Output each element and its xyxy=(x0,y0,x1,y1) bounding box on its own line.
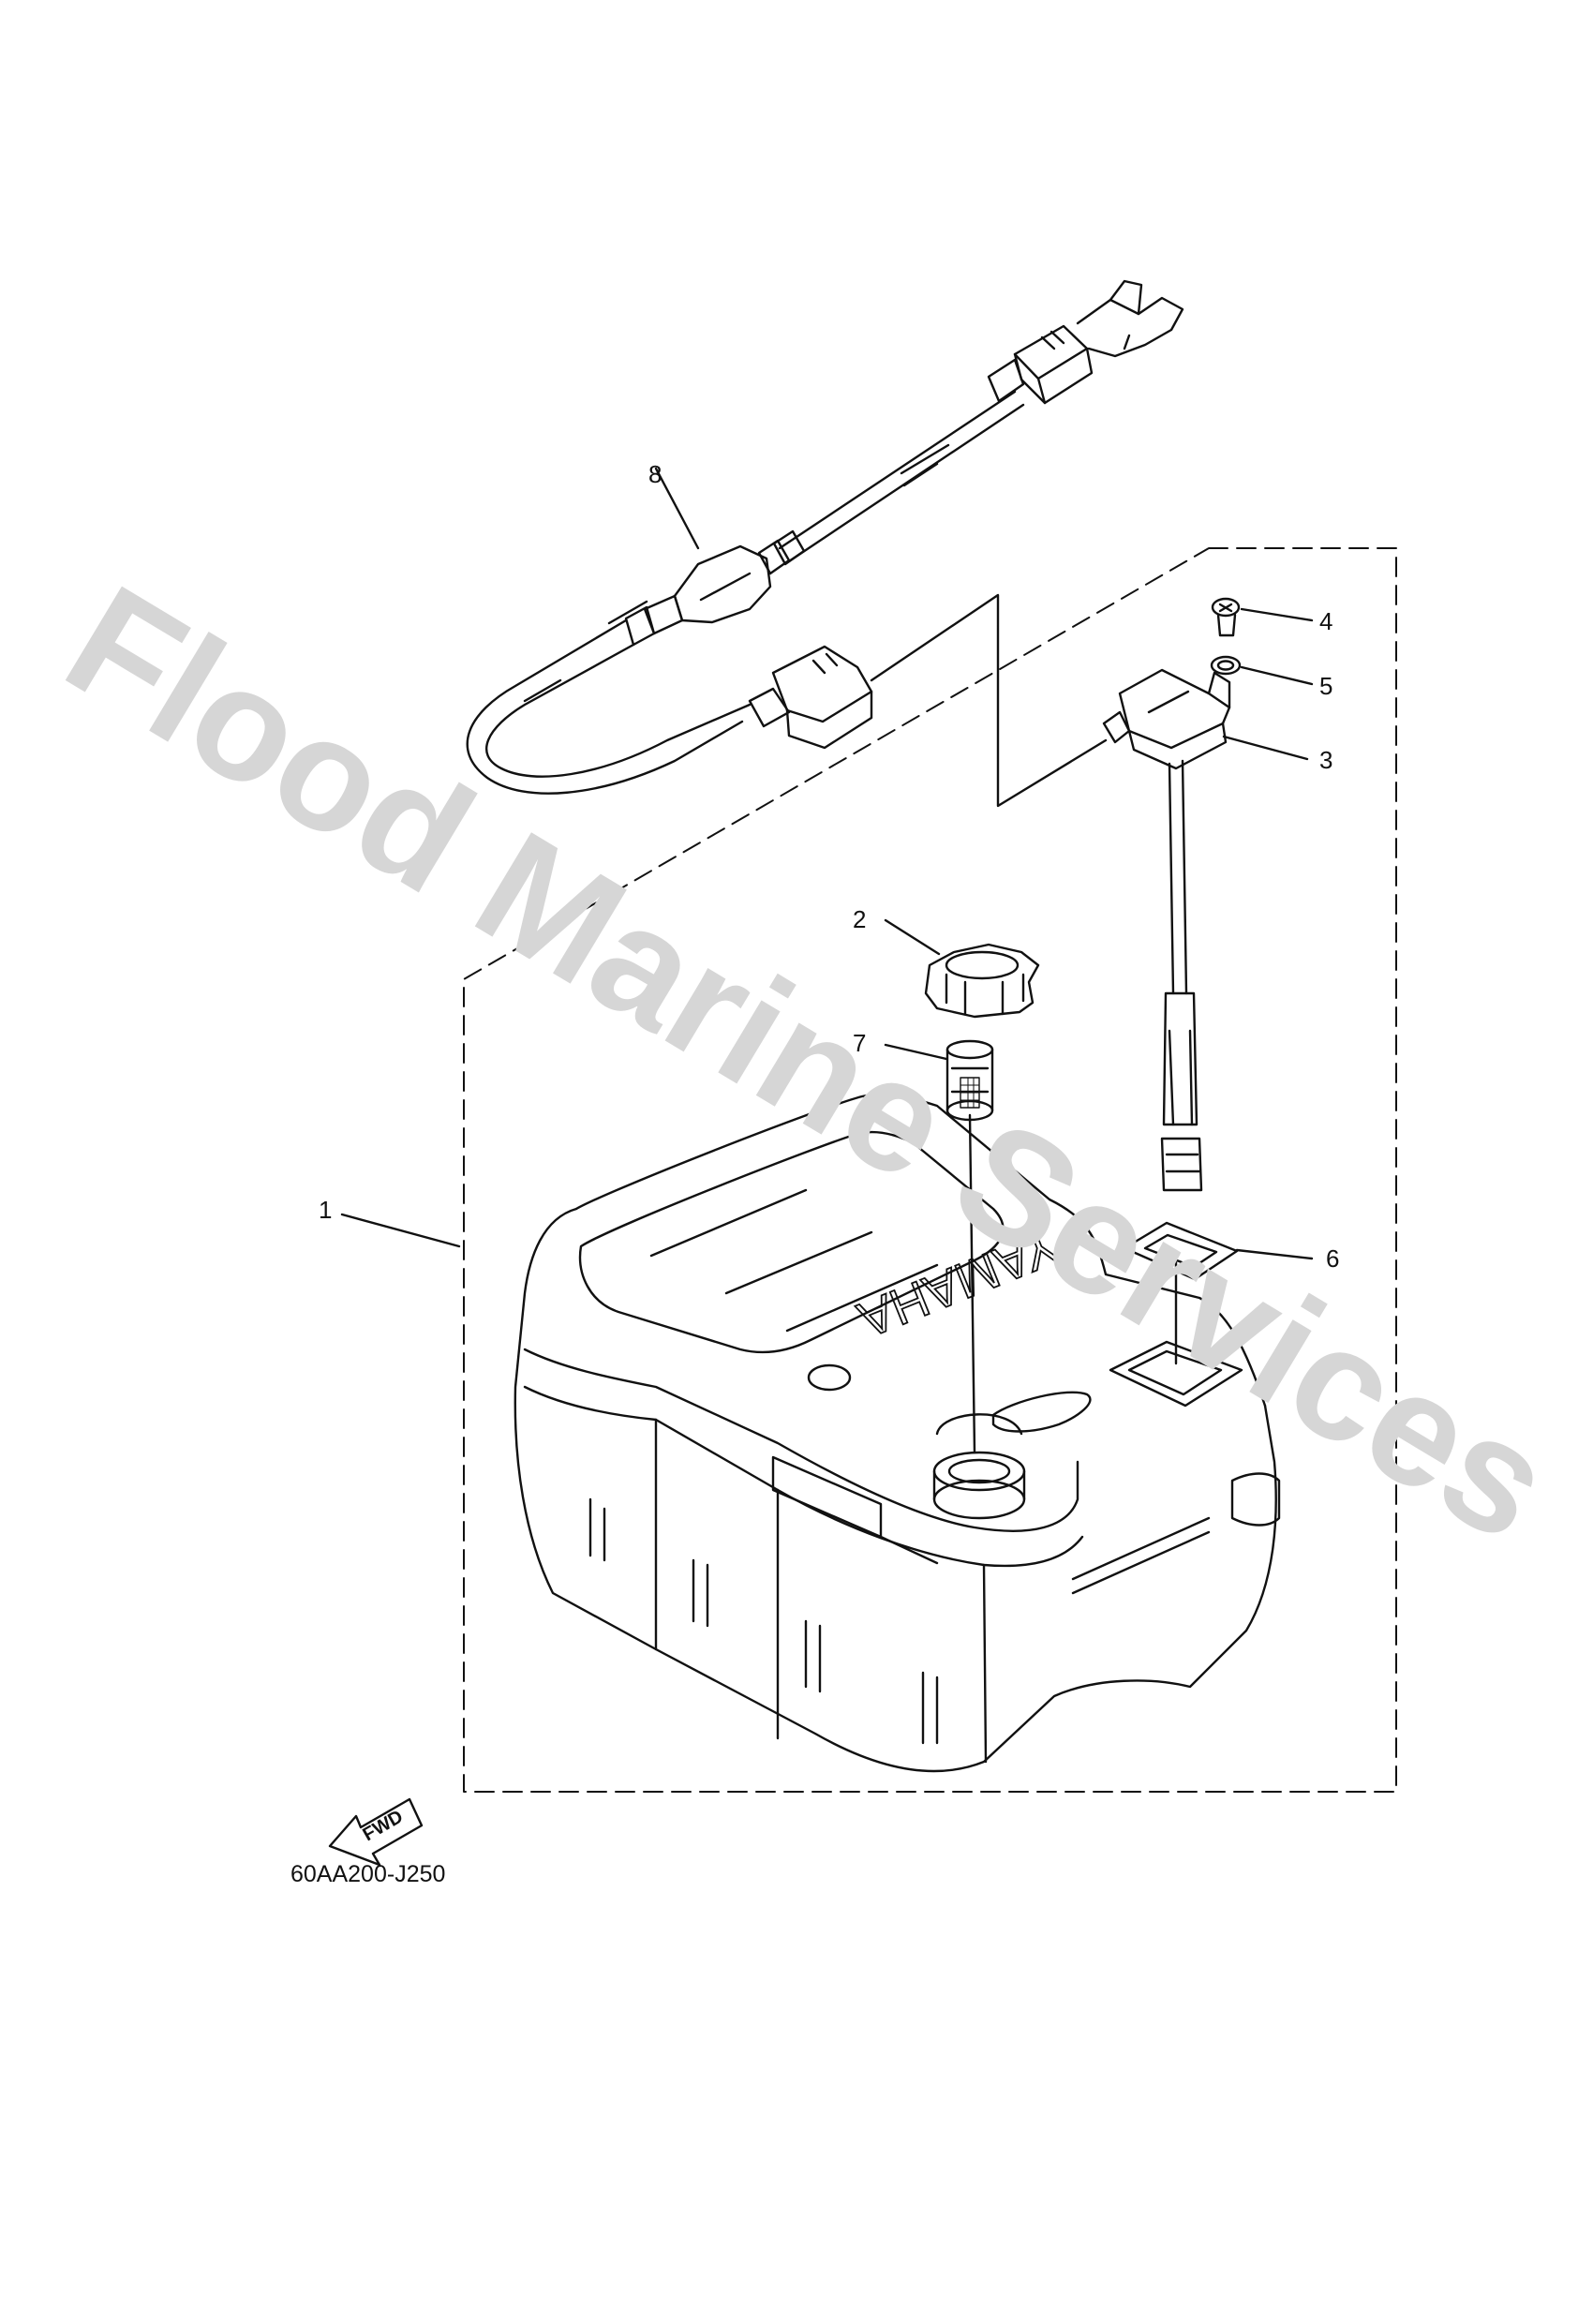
washer xyxy=(1210,655,1242,676)
fuel-meter xyxy=(1102,668,1231,1192)
connection-line xyxy=(870,593,1108,808)
callout-8: 8 xyxy=(648,460,662,488)
fuel-filter xyxy=(945,1039,994,1122)
callout-labels: 8 4 5 3 2 7 6 1 xyxy=(319,460,1339,1273)
fwd-arrow-icon xyxy=(328,1797,424,1867)
watermark: Flood Marine Services xyxy=(38,552,1578,1575)
fuel-tank xyxy=(514,1093,1281,1773)
diagram-code: 60AA200-J250 xyxy=(290,1861,445,1887)
assembly-boundary xyxy=(463,547,1397,1793)
callout-1: 1 xyxy=(319,1196,332,1224)
callout-6: 6 xyxy=(1326,1244,1339,1273)
fuel-hose-assembly xyxy=(466,279,1184,795)
screw xyxy=(1211,597,1241,637)
callout-5: 5 xyxy=(1319,672,1332,700)
callout-2: 2 xyxy=(853,905,866,933)
callout-4: 4 xyxy=(1319,607,1332,635)
fwd-label: FWD xyxy=(360,1807,407,1846)
callout-3: 3 xyxy=(1319,746,1332,774)
fuel-cap xyxy=(924,943,1040,1019)
leader-lines xyxy=(340,467,1314,1260)
callout-7: 7 xyxy=(853,1029,866,1057)
